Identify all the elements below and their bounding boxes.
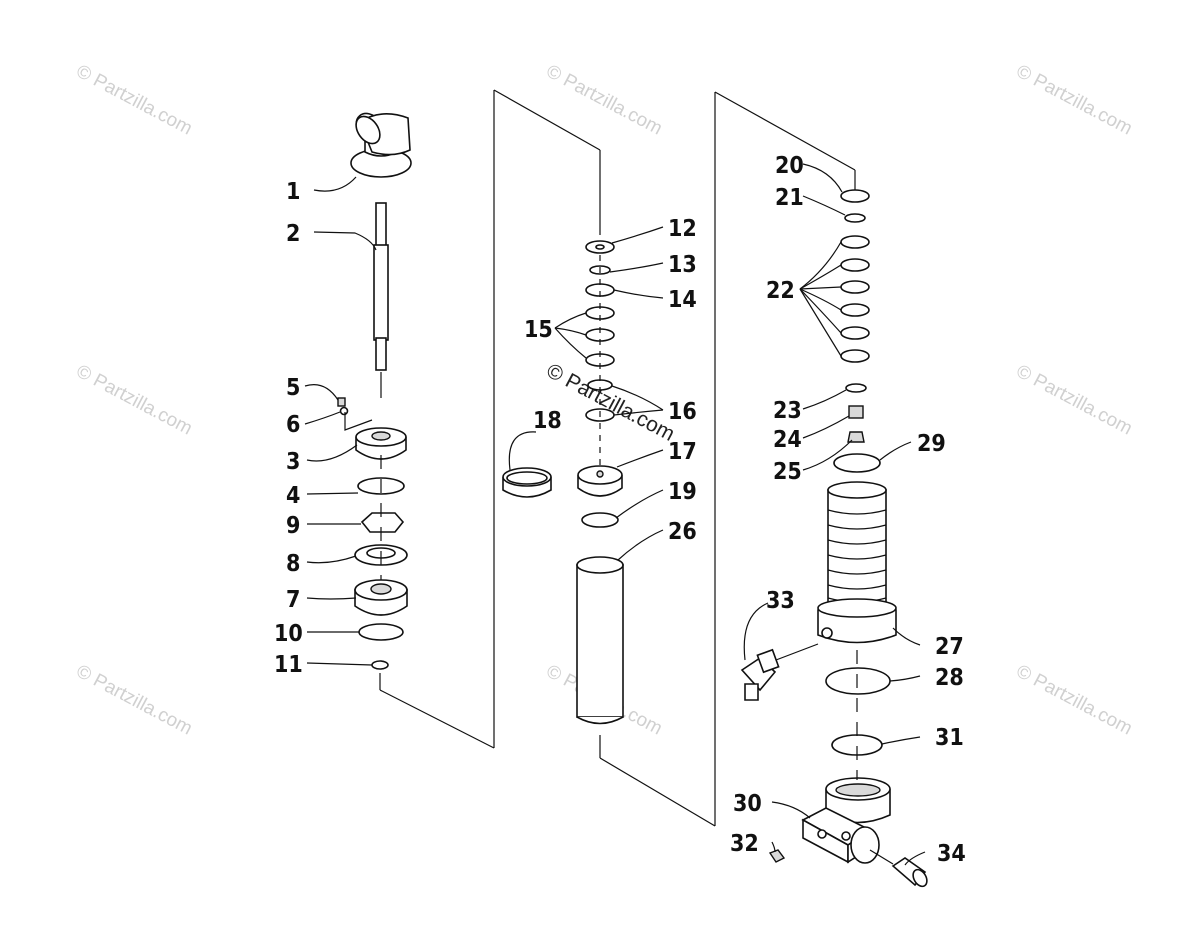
- callout-13: 13: [668, 252, 697, 278]
- part-22-shim: [840, 235, 870, 249]
- callout-34: 34: [937, 841, 966, 867]
- part-18-band: [502, 467, 552, 498]
- callout-31: 31: [935, 725, 964, 751]
- assembly-connector-lines: [379, 89, 856, 827]
- part-28-o-ring: [825, 667, 891, 695]
- right-column-parts: [740, 189, 928, 888]
- callout-32: 32: [730, 831, 759, 857]
- part-23-washer: [845, 383, 867, 393]
- callout-28: 28: [935, 665, 964, 691]
- callout-7: 7: [286, 587, 300, 613]
- callout-14: 14: [668, 287, 697, 313]
- callout-33: 33: [766, 588, 795, 614]
- watermark: © Partzilla.com: [1013, 661, 1136, 740]
- part-32-plug: [768, 849, 786, 863]
- part-34-fitting: [869, 849, 928, 888]
- part-10-o-ring: [358, 623, 404, 641]
- part-21-shim: [844, 213, 866, 223]
- callout-10: 10: [274, 621, 303, 647]
- part-33-elbow-fitting: [740, 643, 819, 701]
- part-25-nut: [847, 431, 865, 443]
- watermark: © Partzilla.com: [73, 61, 196, 140]
- callout-29: 29: [917, 431, 946, 457]
- part-5-screw: [337, 397, 346, 407]
- part-9-clip: [360, 512, 405, 533]
- watermark: © Partzilla.com: [1013, 61, 1136, 140]
- leader-lines: [304, 163, 926, 866]
- middle-column-parts: [502, 240, 624, 725]
- part-19-ring: [581, 512, 619, 528]
- part-1-eye-mount: [350, 112, 412, 178]
- callout-16: 16: [668, 399, 697, 425]
- watermark: © Partzilla.com: [73, 361, 196, 440]
- part-24-nut: [848, 405, 864, 419]
- callout-8: 8: [286, 551, 300, 577]
- part-22-shim: [840, 303, 870, 317]
- callout-26: 26: [668, 519, 697, 545]
- part-26-body-tube: [576, 556, 624, 725]
- part-22-shim: [840, 349, 870, 363]
- callout-11: 11: [274, 652, 303, 678]
- callout-4: 4: [286, 483, 300, 509]
- watermark: © Partzilla.com: [543, 359, 679, 446]
- callout-6: 6: [286, 412, 300, 438]
- part-20-shim: [840, 189, 870, 203]
- callout-18: 18: [533, 408, 562, 434]
- callout-9: 9: [286, 513, 300, 539]
- callout-20: 20: [775, 153, 804, 179]
- callout-17: 17: [668, 439, 697, 465]
- part-2-shaft: [373, 202, 389, 398]
- callout-30: 30: [733, 791, 762, 817]
- callout-21: 21: [775, 185, 804, 211]
- callout-15: 15: [524, 317, 553, 343]
- part-22-shim: [840, 326, 870, 340]
- part-11-ring: [371, 660, 389, 670]
- part-3-cap: [355, 427, 407, 460]
- part-12-washer: [585, 240, 615, 254]
- callout-2: 2: [286, 221, 300, 247]
- callout-27: 27: [935, 634, 964, 660]
- callout-5: 5: [286, 375, 300, 401]
- callout-22: 22: [766, 278, 795, 304]
- part-27-reservoir: [817, 481, 897, 644]
- watermark: © Partzilla.com: [73, 661, 196, 740]
- callout-3: 3: [286, 449, 300, 475]
- callout-1: 1: [286, 179, 300, 205]
- callout-24: 24: [773, 427, 802, 453]
- part-7-seal-head: [354, 579, 408, 616]
- left-column-parts: [337, 112, 412, 670]
- part-30-lower-mount: [801, 777, 891, 864]
- part-22-shim: [840, 258, 870, 272]
- callout-12: 12: [668, 216, 697, 242]
- watermark: © Partzilla.com: [1013, 361, 1136, 440]
- callout-19: 19: [668, 479, 697, 505]
- part-17-piston: [577, 465, 623, 497]
- part-6-ball: [339, 406, 349, 416]
- callout-labels: 1 2 5 6 3 4 9 8 7 10 11 12 13 14 15 16 1…: [274, 153, 966, 867]
- part-29-o-ring: [833, 453, 881, 473]
- part-22-shim: [840, 280, 870, 294]
- callout-23: 23: [773, 398, 802, 424]
- callout-25: 25: [773, 459, 802, 485]
